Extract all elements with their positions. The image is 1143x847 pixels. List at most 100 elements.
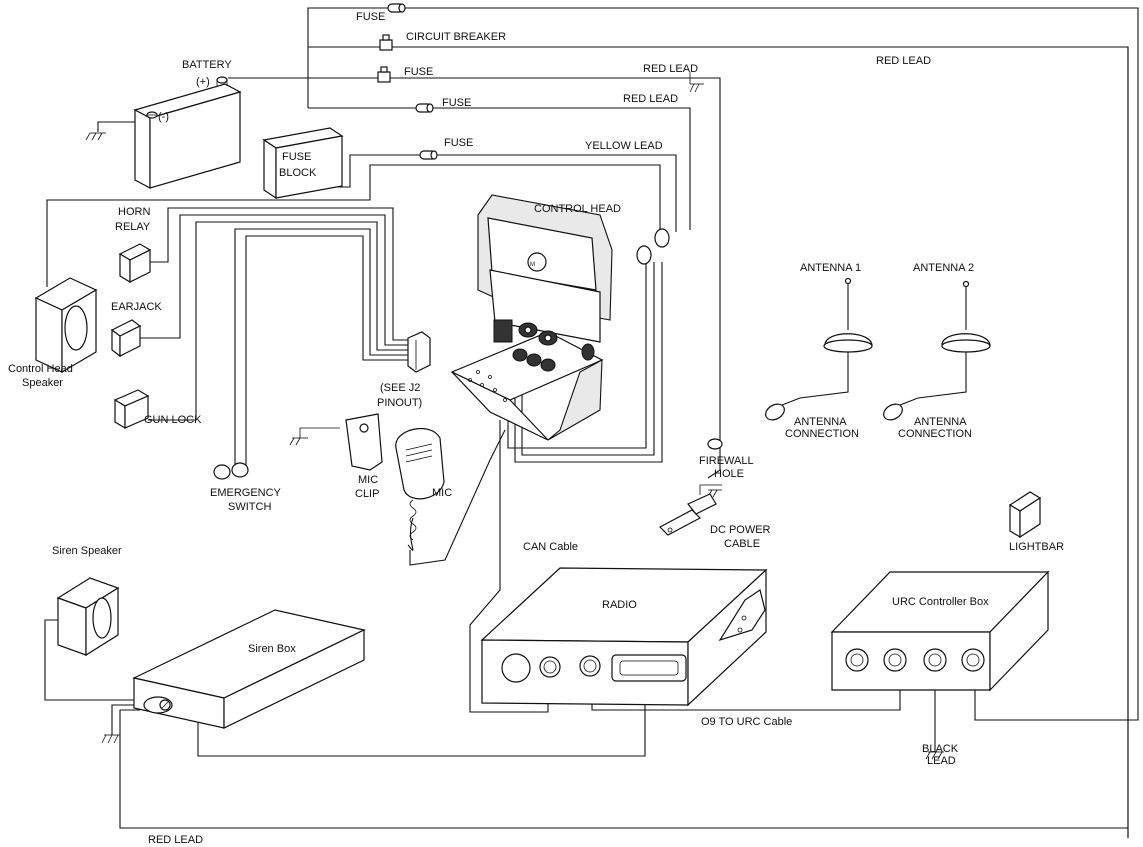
label-earjack: EARJACK (111, 301, 162, 313)
label-siren-speaker: Siren Speaker (52, 545, 122, 557)
control-head: M (450, 194, 613, 441)
label-black-lead-1: BLACK (922, 743, 959, 755)
labels: FUSE CIRCUIT BREAKER FUSE FUSE FUSE BATT… (8, 11, 1064, 846)
label-dc-power-1: DC POWER (710, 524, 771, 536)
logo-mark: M (530, 262, 535, 268)
label-mic-clip-2: CLIP (355, 488, 379, 500)
label-urc-box: URC Controller Box (892, 596, 989, 608)
earjack (110, 319, 142, 358)
label-antenna-conn-2a: ANTENNA (914, 416, 967, 428)
label-control-head-speaker-2: Speaker (22, 377, 63, 389)
label-antenna-conn-1a: ANTENNA (794, 416, 847, 428)
circuit-breaker (379, 34, 393, 51)
antenna-2 (883, 280, 991, 421)
horn-relay (118, 243, 152, 284)
urc-controller-box (830, 570, 1050, 692)
label-red-lead-2: RED LEAD (876, 55, 931, 67)
siren-box (132, 609, 366, 729)
battery (133, 76, 242, 189)
earjack-line (140, 214, 408, 346)
label-emergency-switch-2: SWITCH (228, 501, 271, 513)
label-circuit-breaker: CIRCUIT BREAKER (406, 31, 506, 43)
speaker-line (46, 164, 661, 287)
j2-connector (407, 331, 431, 373)
siren-ground-line (111, 704, 140, 735)
label-mic-clip-1: MIC (358, 474, 378, 486)
horn-relay-line (150, 207, 408, 341)
emergency-line-a (234, 228, 408, 466)
label-fuse-block-1: FUSE (282, 151, 311, 163)
dc-power-line (707, 450, 721, 479)
emergency-switch (213, 462, 249, 480)
label-emergency-switch-1: EMERGENCY (210, 487, 282, 499)
ground-icon (289, 427, 340, 446)
label-control-head: CONTROL HEAD (534, 203, 621, 215)
fuse-3 (415, 103, 434, 113)
label-firewall-hole-1: FIREWALL (699, 455, 754, 467)
label-red-lead-bottom: RED LEAD (148, 834, 203, 846)
fuse2-line (228, 77, 721, 450)
label-fuse-3: FUSE (442, 97, 471, 109)
battery-ground-line (97, 121, 135, 132)
siren-speaker-line (44, 619, 140, 701)
gunlock-line (148, 221, 408, 421)
label-radio: RADIO (602, 599, 637, 611)
db25-connector (611, 654, 687, 682)
fuse-2 (377, 66, 391, 83)
label-lightbar: LIGHTBAR (1009, 541, 1064, 553)
label-horn-relay-2: RELAY (115, 221, 151, 233)
label-see-j2-1: (SEE J2 (380, 382, 420, 394)
label-can-cable: CAN Cable (523, 541, 578, 553)
lightbar (1008, 491, 1042, 539)
ground-icon (925, 751, 944, 760)
ground-icon (689, 72, 704, 93)
antenna-1 (765, 277, 873, 421)
label-fuse-4: FUSE (444, 137, 473, 149)
label-antenna-conn-1b: CONNECTION (785, 428, 859, 440)
label-yellow-lead: YELLOW LEAD (585, 140, 663, 152)
red-lead-bottom-line (119, 47, 1129, 838)
gun-lock (113, 389, 150, 430)
label-antenna-1: ANTENNA 1 (800, 262, 861, 274)
fuse-top (387, 3, 406, 13)
label-black-lead-2: LEAD (927, 755, 956, 767)
connector-bundle (512, 348, 556, 372)
mic (395, 427, 445, 541)
mic-clip (345, 413, 383, 471)
label-firewall-hole-2: HOLE (714, 468, 744, 480)
label-red-lead-3: RED LEAD (623, 93, 678, 105)
label-fuse-top: FUSE (356, 11, 385, 23)
label-dc-power-2: CABLE (724, 538, 760, 550)
mic-cord (407, 429, 506, 566)
ground-icon (85, 132, 106, 141)
fuse-4 (419, 150, 438, 160)
label-o9-cable: O9 TO URC Cable (701, 716, 792, 728)
label-see-j2-2: PINOUT) (377, 397, 422, 409)
label-red-lead-1: RED LEAD (643, 63, 698, 75)
ground-icon (101, 734, 120, 744)
dc-power-plug (659, 493, 717, 536)
label-siren-box: Siren Box (248, 643, 296, 655)
top-fuse-bus (307, 7, 1139, 721)
control-head-speaker (34, 277, 98, 374)
label-horn-relay-1: HORN (118, 206, 150, 218)
radio-antenna-port (501, 653, 531, 683)
fuse3-line (308, 107, 691, 230)
label-fuse-block-2: BLOCK (279, 167, 317, 179)
siren-speaker (56, 577, 120, 657)
head-side-connectors (636, 228, 670, 265)
label-battery-neg: (-) (158, 111, 169, 123)
can-cable (469, 420, 549, 713)
label-mic: MIC (432, 487, 452, 499)
label-battery: BATTERY (182, 59, 232, 71)
label-battery-pos: (+) (196, 76, 210, 88)
radio (480, 567, 768, 707)
label-antenna-2: ANTENNA 2 (913, 262, 974, 274)
label-antenna-conn-2b: CONNECTION (898, 428, 972, 440)
emergency-line-b (245, 235, 408, 466)
fuse-block (262, 127, 344, 200)
label-control-head-speaker-1: Control Head (8, 363, 73, 375)
label-gun-lock: GUN LOCK (144, 414, 202, 426)
firewall-hole (707, 438, 723, 450)
